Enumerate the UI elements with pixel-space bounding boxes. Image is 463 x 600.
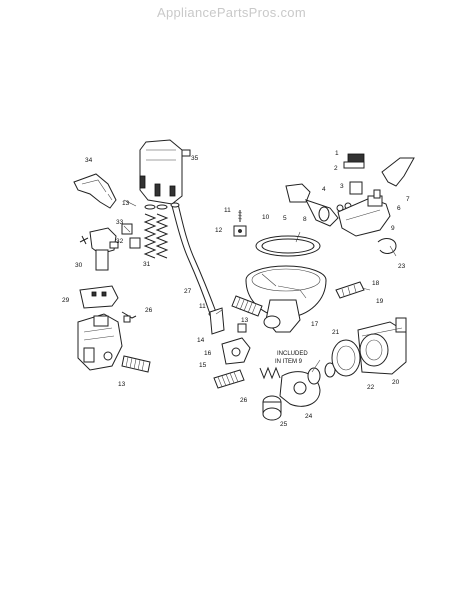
callout-20: 20 (392, 379, 400, 386)
callout-5: 5 (283, 215, 287, 222)
callout-21: 21 (332, 329, 340, 336)
callout-33: 33 (116, 219, 124, 226)
part-35-vent-cover (139, 139, 191, 205)
callout-32: 32 (116, 238, 124, 245)
watermark: AppliancePartsPros.com (157, 5, 306, 20)
part-7-deflector (381, 157, 415, 187)
callout-13-middle: 13 (241, 317, 249, 324)
callout-1: 1 (335, 150, 339, 157)
callout-17: 17 (311, 321, 319, 328)
callout-31: 31 (143, 261, 151, 268)
callout-8: 8 (303, 216, 307, 223)
part-16-housing (221, 337, 251, 365)
part-11-lower-bracket (209, 307, 225, 335)
part-34-bracket (73, 173, 117, 209)
part-29-bracket (79, 285, 119, 309)
callout-6: 6 (397, 205, 401, 212)
part-12-bracket (233, 225, 247, 237)
included-note-line-1: INCLUDED (277, 351, 308, 357)
part-24-rings (307, 362, 336, 385)
part-3-connector (349, 181, 363, 195)
part-33-fitting (121, 223, 133, 235)
callout-3: 3 (340, 183, 344, 190)
part-32-fitting (129, 237, 141, 249)
callout-25: 25 (280, 421, 288, 428)
callout-27: 27 (184, 288, 192, 295)
part-26-hose (213, 369, 245, 389)
callout-12: 12 (215, 227, 223, 234)
part-10-gasket-ring (255, 235, 321, 257)
part-13-middle-hose (231, 295, 263, 317)
callout-2: 2 (334, 165, 338, 172)
callout-11-lower: 11 (199, 303, 206, 310)
callout-34: 34 (85, 157, 93, 164)
callout-labels: 1 2 3 4 5 6 7 8 9 10 11 11 12 13 13 13 1… (62, 150, 410, 428)
callout-22: 22 (367, 384, 375, 391)
part-4-valve-body (285, 183, 339, 227)
leader-lines (107, 193, 397, 373)
part-1-cap (343, 153, 365, 169)
callout-35: 35 (191, 155, 199, 162)
callout-24: 24 (305, 413, 313, 420)
callout-11-upper: 11 (224, 207, 231, 214)
included-note-line-2: IN ITEM 9 (275, 359, 303, 365)
callout-26-lower: 26 (240, 397, 248, 404)
callout-16: 16 (204, 350, 212, 357)
callout-19: 19 (376, 298, 384, 305)
callout-13-lower: 13 (118, 381, 126, 388)
callout-26-middle: 26 (145, 307, 153, 314)
part-26-spring (259, 366, 281, 380)
callout-9: 9 (391, 225, 395, 232)
part-31-springs (143, 204, 169, 259)
part-25-impeller (262, 395, 282, 421)
callout-30: 30 (75, 262, 83, 269)
callout-18: 18 (372, 280, 380, 287)
part-27-hose (170, 202, 218, 317)
included-note: INCLUDED IN ITEM 9 (275, 351, 308, 365)
part-13-corrugated-hose (121, 355, 151, 373)
callout-29: 29 (62, 297, 70, 304)
part-13-housing (77, 313, 123, 371)
callout-23: 23 (398, 263, 406, 270)
part-5-seals (318, 202, 352, 222)
callout-13-upper: 13 (122, 200, 130, 207)
part-13-small-clip (237, 323, 247, 333)
part-17-sump (245, 265, 327, 333)
callout-7: 7 (406, 196, 410, 203)
callout-4: 4 (322, 186, 326, 193)
callout-15: 15 (199, 362, 207, 369)
callout-10: 10 (262, 214, 270, 221)
callout-14: 14 (197, 337, 205, 344)
part-23-clamp (377, 238, 397, 254)
part-11-screw (237, 210, 243, 222)
part-28-clip (121, 311, 137, 323)
part-18-filter (335, 281, 365, 299)
part-20-motor (357, 317, 407, 375)
part-9-manifold (337, 189, 391, 237)
part-22-seal-plate (331, 339, 361, 377)
part-30-valve (79, 227, 119, 271)
